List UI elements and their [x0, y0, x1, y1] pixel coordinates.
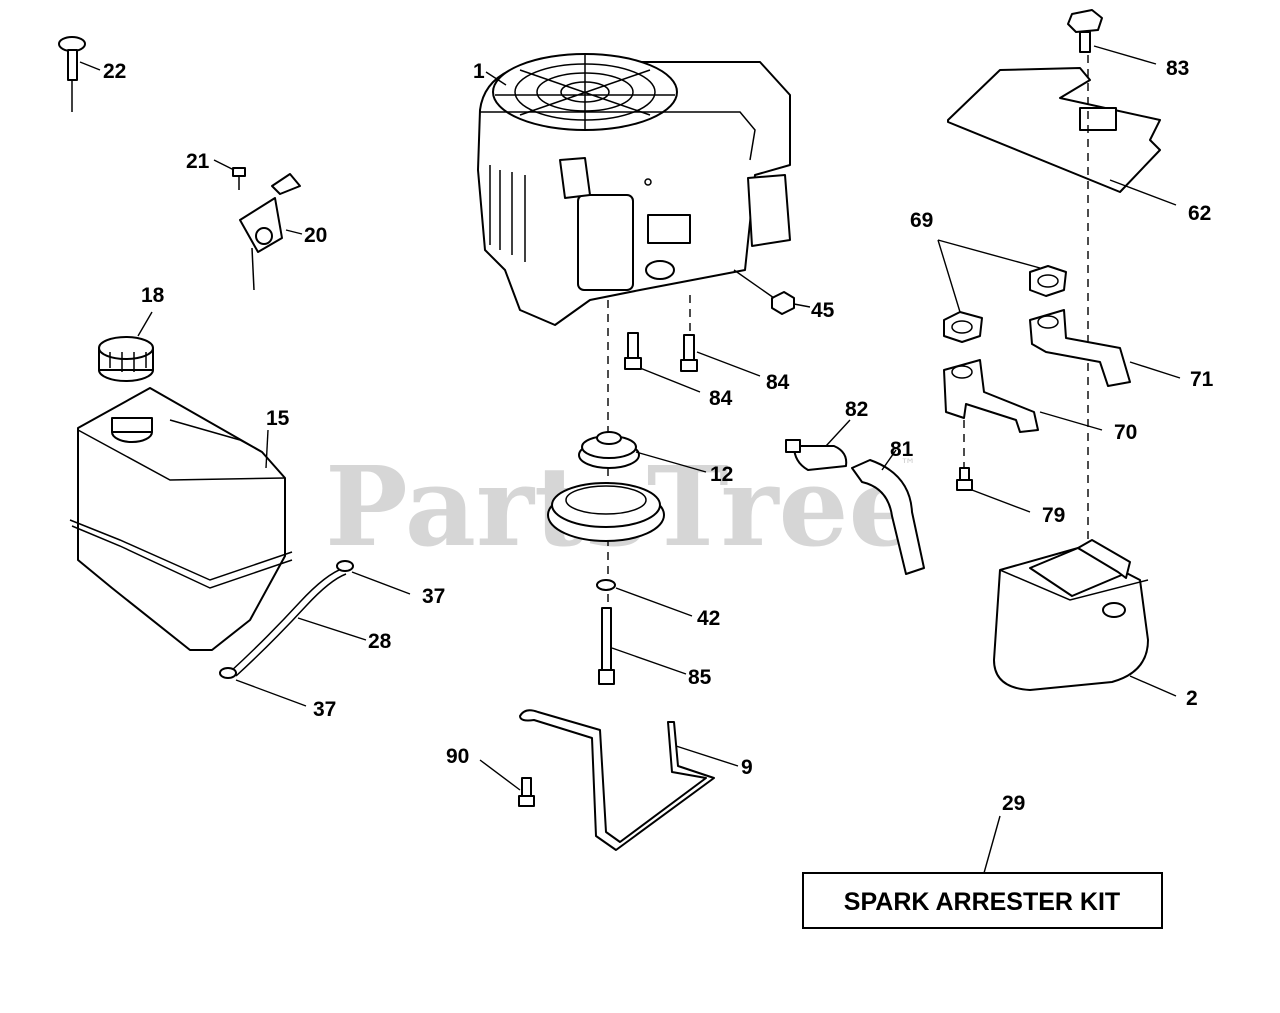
callout-pipe-70: 70 [1114, 421, 1137, 444]
callout-bolt-85: 85 [688, 666, 712, 689]
exhaust-pipe-71 [1029, 309, 1181, 387]
callout-bolt-84b: 84 [766, 371, 790, 394]
choke-control [213, 159, 303, 291]
callout-choke: 20 [304, 224, 327, 247]
knob-83 [1067, 9, 1157, 65]
engine-leader [485, 71, 507, 86]
callout-labels: 1 2 9 12 15 18 20 21 22 28 29 37 37 42 4… [103, 57, 1214, 815]
callout-nut: 45 [811, 299, 835, 322]
watermark-trademark: ™ [900, 455, 916, 474]
callout-cap: 18 [141, 284, 165, 307]
callout-dipstick: 22 [103, 60, 126, 83]
spark-arrester-kit: SPARK ARRESTER KIT [802, 815, 1163, 929]
callout-kit: 29 [1002, 792, 1025, 815]
callout-pipe-71: 71 [1190, 368, 1214, 391]
callout-gaskets: 69 [910, 209, 933, 232]
washer-42 [596, 579, 693, 617]
engine [477, 53, 791, 326]
kit-label: SPARK ARRESTER KIT [844, 888, 1120, 916]
callout-clamp-lower: 37 [313, 698, 336, 721]
callout-hose: 81 [890, 438, 914, 461]
callout-screw-21: 21 [186, 150, 210, 173]
exhaust-gaskets [937, 239, 1067, 343]
callout-engine: 1 [473, 60, 485, 83]
callout-pulley: 12 [710, 463, 733, 486]
dipstick [58, 36, 101, 112]
heat-shield [947, 67, 1177, 206]
bracket-9 [479, 709, 739, 851]
engine-bolts-84 [624, 332, 761, 393]
callout-knob: 83 [1166, 57, 1189, 80]
callout-fitting: 82 [845, 398, 868, 421]
bolt-79 [956, 467, 1031, 513]
callout-tank: 15 [266, 407, 290, 430]
callout-bracket: 9 [741, 756, 753, 779]
callout-bolt-84a: 84 [709, 387, 733, 410]
hose-81 [851, 449, 925, 575]
fuel-tank [69, 387, 293, 651]
callout-clamp-upper: 37 [422, 585, 445, 608]
nut-45 [733, 269, 811, 315]
callout-washer: 42 [697, 607, 720, 630]
callout-heat-shield: 62 [1188, 202, 1211, 225]
callout-bolt-90: 90 [446, 745, 469, 768]
pulley [547, 431, 707, 542]
fuel-cap [98, 311, 154, 382]
exhaust-pipe-70 [943, 359, 1103, 433]
fuel-line [219, 560, 411, 707]
callout-bolt-79: 79 [1042, 504, 1065, 527]
bolt-85 [598, 607, 687, 685]
muffler [993, 539, 1177, 697]
callout-fuel-line: 28 [368, 630, 392, 653]
callout-muffler: 2 [1186, 687, 1198, 710]
fitting-82 [785, 419, 851, 471]
